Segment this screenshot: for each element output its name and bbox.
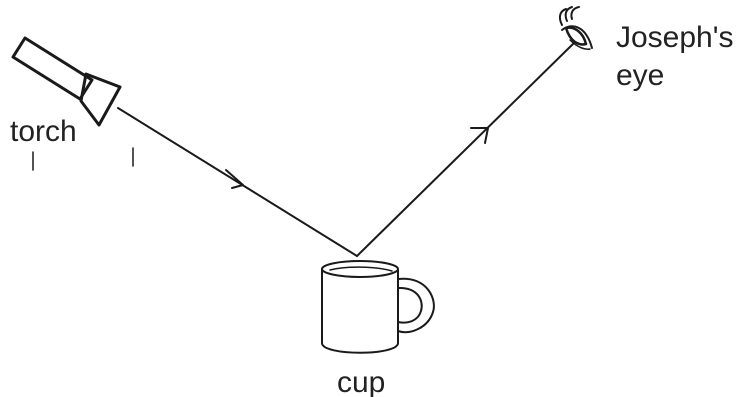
torch-head (79, 72, 122, 127)
incident-ray-arrowhead (225, 169, 244, 189)
eye-lash-2 (564, 6, 573, 22)
incident-ray (117, 107, 358, 257)
reflected-ray-arrowhead (470, 127, 489, 144)
eye-lash-1 (558, 8, 567, 26)
eye-icon (558, 6, 593, 50)
cup-label: cup (337, 366, 385, 397)
cup-rim-shadow (329, 266, 393, 272)
cup-rim (321, 260, 399, 278)
eye-lid (561, 25, 593, 49)
eye-label-line1: Joseph's (616, 21, 733, 54)
eye-lash-3 (570, 6, 580, 20)
torch-label: torch (10, 115, 77, 148)
eye-lower (569, 39, 591, 50)
cup-handle (397, 277, 435, 333)
cup (321, 260, 435, 354)
cup-handle-inner (397, 286, 423, 324)
torch-body (11, 36, 94, 101)
cup-body (321, 269, 399, 354)
eye-label-line2: eye (616, 59, 664, 92)
eye-outline (564, 26, 588, 46)
torch (11, 36, 122, 127)
reflected-ray (356, 42, 575, 257)
